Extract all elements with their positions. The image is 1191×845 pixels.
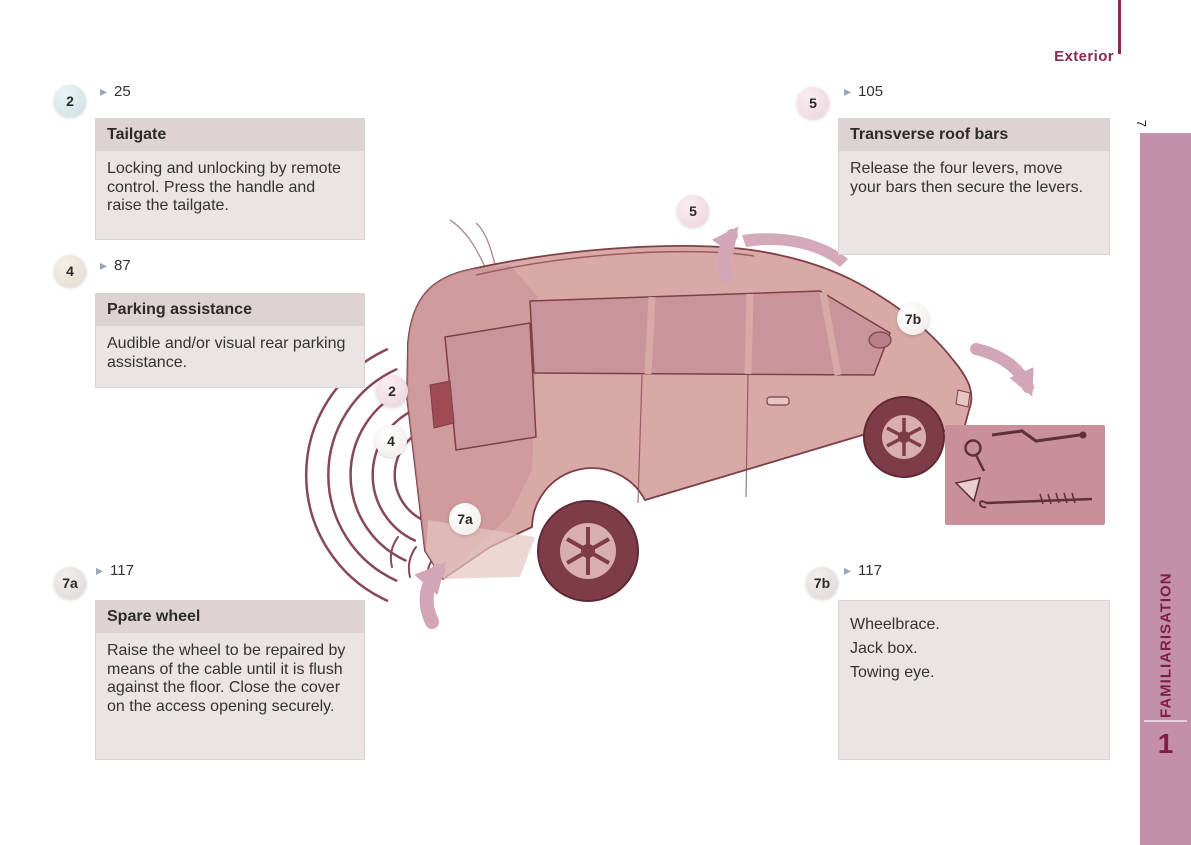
page-ref-7a: ▸ 117: [96, 560, 134, 580]
roof-bar-arrow-icon: [711, 226, 739, 283]
page-ref-number: 117: [110, 561, 134, 579]
callout-badge-2: 2: [54, 85, 86, 117]
callout-body: Raise the wheel to be repaired by means …: [107, 642, 346, 716]
front-wheel: [863, 396, 945, 478]
side-mirror: [868, 331, 892, 349]
page-ref-4: ▸ 87: [100, 255, 131, 275]
rear-wheel: [537, 500, 639, 602]
page-ref-number: 105: [858, 82, 884, 100]
page-ref-arrow-icon: ▸: [844, 562, 852, 578]
page-ref-number: 87: [114, 256, 131, 274]
callout-badge-5: 5: [797, 87, 829, 119]
page-ref-arrow-icon: ▸: [100, 257, 108, 273]
sidebar-tab-label: FAMILIARISATION: [1157, 572, 1174, 718]
callout-box-tools: Wheelbrace. Jack box. Towing eye.: [838, 600, 1110, 760]
sidebar-tab: FAMILIARISATION 1: [1140, 133, 1191, 845]
page-ref-2: ▸ 25: [100, 81, 131, 101]
callout-title: Transverse roof bars: [839, 119, 1109, 151]
callout-title: Parking assistance: [96, 294, 364, 326]
callout-title: Tailgate: [96, 119, 364, 151]
door-seams: [637, 374, 749, 504]
vehicle-illustration: [305, 219, 1105, 629]
headlight: [955, 389, 971, 408]
vehicle-marker-7b: 7b: [897, 303, 929, 335]
sidebar-divider: [1144, 720, 1187, 722]
door-handle: [766, 396, 790, 406]
vehicle-marker-7a: 7a: [449, 503, 481, 535]
callout-body: Wheelbrace. Jack box. Towing eye.: [850, 616, 940, 681]
callout-box-tailgate: Tailgate Locking and unlocking by remote…: [95, 118, 365, 240]
page-number: 7: [1134, 119, 1150, 128]
side-windows: [529, 290, 891, 376]
page-ref-arrow-icon: ▸: [844, 83, 852, 99]
section-title: Exterior: [1054, 48, 1114, 65]
spare-wheel-arrow-icon: [414, 561, 447, 629]
vehicle-marker-2: 2: [376, 375, 408, 407]
roof-antenna-lines: [449, 219, 496, 268]
page-ref-arrow-icon: ▸: [96, 562, 104, 578]
page-ref-5: ▸ 105: [844, 81, 883, 101]
rear-window: [444, 322, 537, 451]
callout-badge-4: 4: [54, 255, 86, 287]
window-pillars: [644, 291, 842, 376]
vehicle-marker-5: 5: [677, 195, 709, 227]
callout-body: Release the four levers, move your bars …: [850, 160, 1084, 196]
van-rear-bumper: [426, 520, 535, 579]
callout-box-spare-wheel: Spare wheel Raise the wheel to be repair…: [95, 600, 365, 760]
callout-body: Audible and/or visual rear parking assis…: [107, 335, 346, 371]
tools-inset-image: [945, 425, 1105, 525]
callout-body: Locking and unlocking by remote control.…: [107, 160, 341, 215]
page-ref-number: 117: [858, 561, 882, 579]
vehicle-marker-4: 4: [375, 425, 407, 457]
callout-badge-7b: 7b: [806, 567, 838, 599]
callout-box-roof-bars: Transverse roof bars Release the four le…: [838, 118, 1110, 255]
corner-rule: [1118, 0, 1121, 54]
roof-bar-shape: [742, 233, 848, 267]
page-ref-number: 25: [114, 82, 131, 100]
callout-badge-7a: 7a: [54, 567, 86, 599]
chapter-number: 1: [1157, 728, 1174, 759]
callout-box-parking-assistance: Parking assistance Audible and/or visual…: [95, 293, 365, 388]
page-ref-arrow-icon: ▸: [100, 83, 108, 99]
van-body: [406, 219, 973, 581]
front-towing-arrow-icon: [970, 343, 1034, 397]
callout-title: Spare wheel: [96, 601, 364, 633]
tail-light: [429, 380, 455, 429]
page-ref-7b: ▸ 117: [844, 560, 882, 580]
